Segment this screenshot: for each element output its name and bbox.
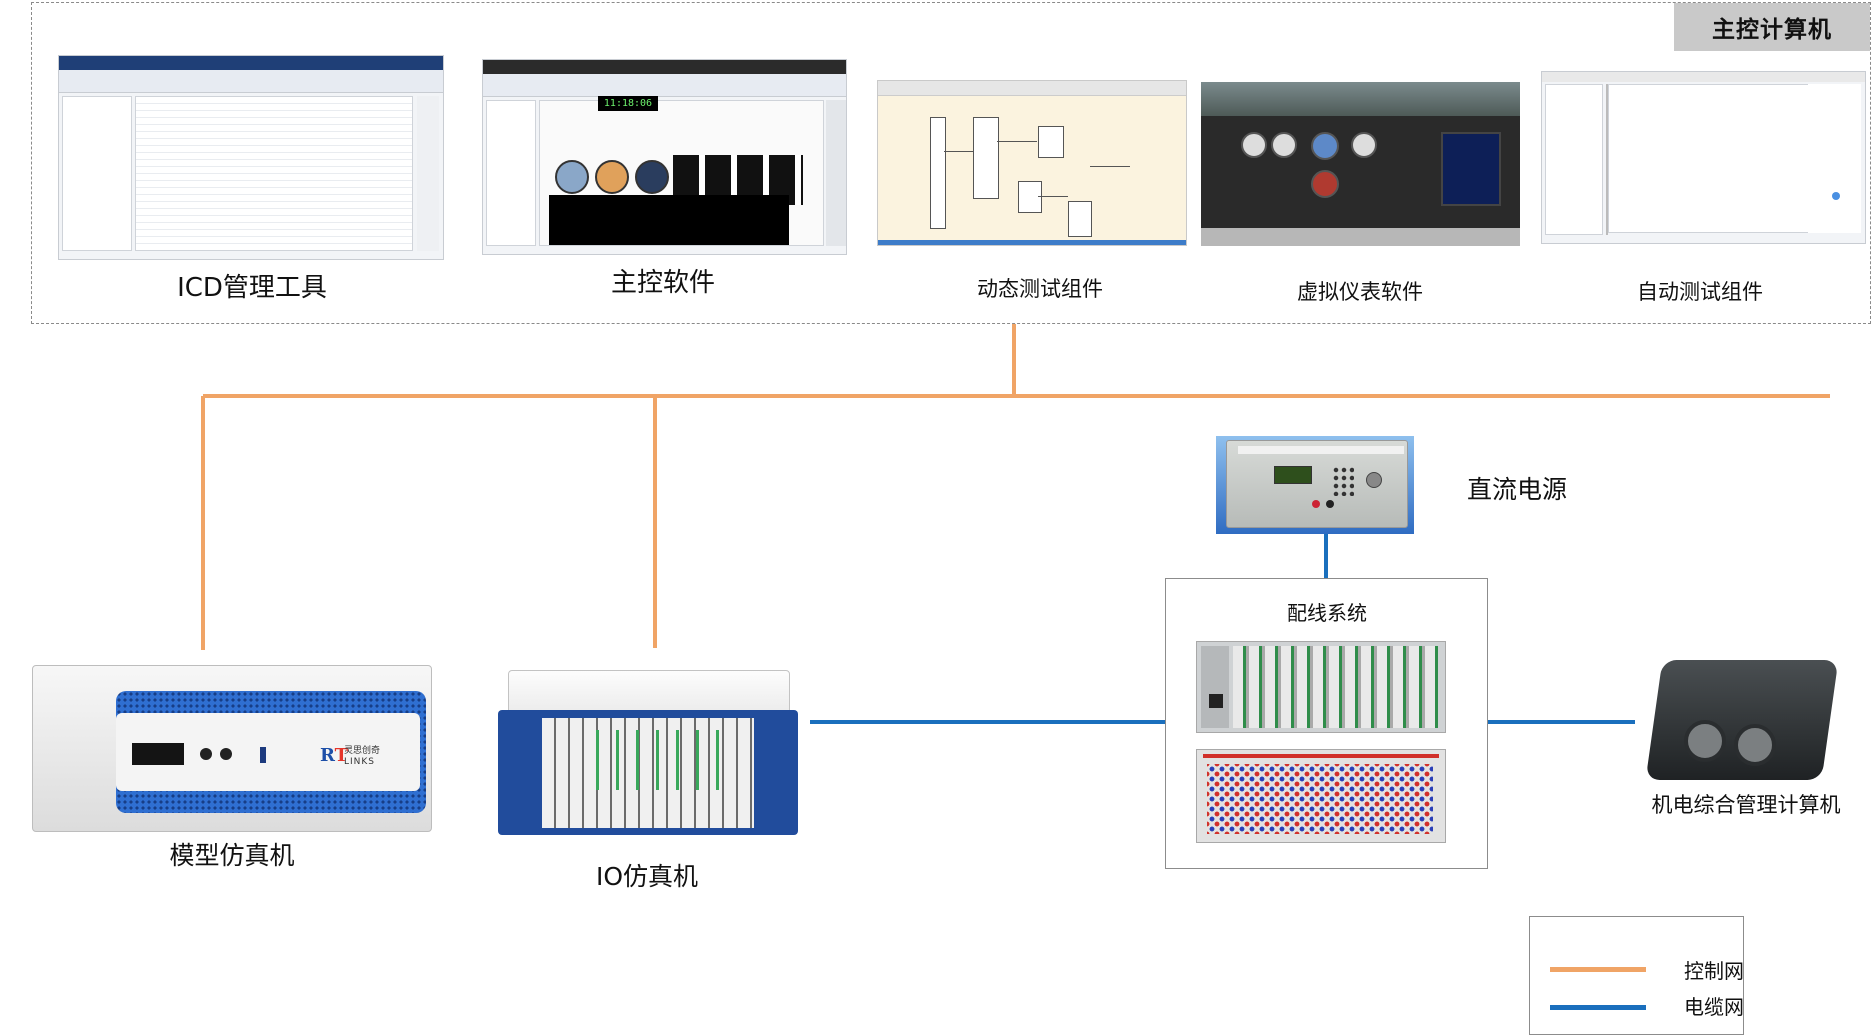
control-network	[201, 324, 1830, 650]
icd-tool-label: ICD管理工具	[177, 273, 327, 303]
legend: 控制网 电缆网	[1529, 916, 1744, 1035]
icd-tool-screenshot	[58, 55, 444, 260]
master-computer-group: 主控计算机	[31, 2, 1871, 324]
wiring-system: 配线系统	[1165, 578, 1488, 869]
links-logo-icon: RT	[320, 745, 349, 766]
dc-power-supply	[1216, 436, 1414, 534]
master-software-screenshot: 11:18:06	[482, 59, 847, 255]
brand-cn: 灵思创奇	[344, 746, 381, 756]
model-sim-label: 模型仿真机	[169, 841, 295, 870]
model-sim-machine: RT 灵思创奇 LINKS	[32, 665, 432, 832]
virtual-instrument-label: 虚拟仪表软件	[1297, 280, 1423, 304]
auto-test-label: 自动测试组件	[1637, 280, 1763, 304]
legend-control-swatch	[1550, 967, 1646, 972]
legend-control-label: 控制网	[1684, 959, 1744, 983]
master-software-label: 主控软件	[610, 268, 716, 298]
patch-chassis	[1196, 641, 1446, 733]
io-sim-machine	[498, 670, 798, 835]
cable-network	[810, 534, 1635, 724]
dynamic-test-screenshot	[877, 80, 1187, 246]
dc-power-label: 直流电源	[1467, 475, 1568, 504]
virtual-instrument-screenshot	[1201, 82, 1520, 246]
wiring-label: 配线系统	[1287, 601, 1367, 625]
brand-en: LINKS	[344, 757, 376, 767]
emc-label: 机电综合管理计算机	[1651, 793, 1841, 817]
legend-cable-swatch	[1550, 1005, 1646, 1010]
master-computer-title: 主控计算机	[1674, 3, 1870, 51]
auto-test-screenshot	[1541, 71, 1866, 244]
io-sim-label: IO仿真机	[595, 862, 699, 891]
dynamic-test-label: 动态测试组件	[977, 277, 1103, 301]
clock-display: 11:18:06	[598, 96, 658, 111]
emc-computer	[1644, 640, 1839, 790]
breakout-panel	[1196, 749, 1446, 843]
legend-cable-label: 电缆网	[1684, 995, 1744, 1019]
